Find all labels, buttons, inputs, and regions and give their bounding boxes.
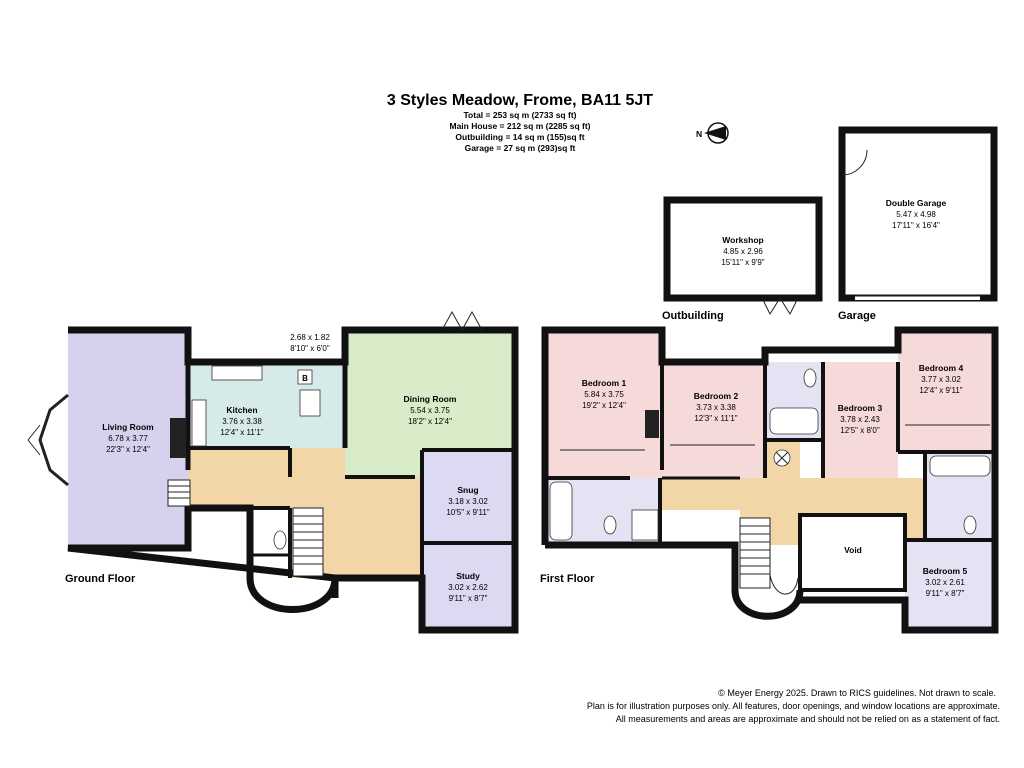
- study-area: [422, 543, 515, 630]
- living-room-metric: 6.78 x 3.77: [108, 434, 148, 443]
- boiler-label: B: [302, 374, 308, 383]
- first-floor: Bedroom 1 5.84 x 3.75 19'2" x 12'4" Bedr…: [540, 326, 999, 634]
- ground-floor-label: Ground Floor: [65, 573, 136, 585]
- workshop-label: Workshop: [722, 235, 763, 245]
- dining-room-label: Dining Room: [404, 394, 457, 404]
- area-garage: Garage = 27 sq m (293)sq ft: [465, 143, 576, 153]
- bedroom-2-area: [662, 362, 765, 478]
- landing-area: [662, 478, 925, 545]
- kitchen-metric: 3.76 x 3.38: [222, 417, 262, 426]
- double-garage-metric: 5.47 x 4.98: [896, 210, 936, 219]
- bedroom-3-label: Bedroom 3: [838, 403, 883, 413]
- footer-copyright: © Meyer Energy 2025. Drawn to RICS guide…: [718, 688, 996, 698]
- bedroom-3-area: [823, 362, 898, 478]
- void-area: [798, 513, 907, 592]
- bedroom-3-metric: 3.78 x 2.43: [840, 415, 880, 424]
- snug-imperial: 10'5" x 9'11": [446, 508, 489, 517]
- area-total: Total = 253 sq m (2733 sq ft): [464, 110, 577, 120]
- plan-title: 3 Styles Meadow, Frome, BA11 5JT: [387, 92, 653, 109]
- workshop-metric: 4.85 x 2.96: [723, 247, 763, 256]
- bedroom-1-imperial: 19'2" x 12'4": [582, 401, 626, 410]
- bedroom-4-label: Bedroom 4: [919, 363, 964, 373]
- bedroom-2-label: Bedroom 2: [694, 391, 739, 401]
- bedroom-4-area: [898, 330, 995, 452]
- utility-metric: 2.68 x 1.82: [290, 333, 330, 342]
- bedroom-5-area: [905, 540, 995, 630]
- kitchen-label: Kitchen: [226, 405, 257, 415]
- area-main-house: Main House = 212 sq m (2285 sq ft): [449, 121, 590, 131]
- bedroom-2-metric: 3.73 x 3.38: [696, 403, 736, 412]
- bedroom-2-imperial: 12'3" x 11'1": [694, 414, 737, 423]
- outbuilding: Workshop 4.85 x 2.96 15'11" x 9'9" Outbu…: [662, 196, 823, 322]
- ground-floor: B Living Room 6.78 x 3.77 22'3" x 12'4" …: [27, 310, 519, 634]
- outbuilding-label: Outbuilding: [662, 310, 724, 322]
- void-label: Void: [844, 545, 862, 555]
- workshop-imperial: 15'11" x 9'9": [721, 258, 764, 267]
- bedroom-5-label: Bedroom 5: [923, 566, 968, 576]
- study-metric: 3.02 x 2.62: [448, 583, 488, 592]
- dining-room-imperial: 18'2" x 12'4": [408, 417, 452, 426]
- study-imperial: 9'11" x 8'7": [449, 594, 488, 603]
- utility-imperial: 8'10" x 6'0": [290, 344, 330, 353]
- living-room-imperial: 22'3" x 12'4": [106, 445, 150, 454]
- hall-nook: [290, 450, 345, 477]
- bedroom-5-imperial: 9'11" x 8'7": [926, 589, 965, 598]
- footer-disclaimer: Plan is for illustration purposes only. …: [587, 701, 1000, 711]
- living-room-label: Living Room: [102, 422, 154, 432]
- ensuite-area: [545, 478, 660, 545]
- dining-room-area: [345, 330, 515, 477]
- kitchen-area: [188, 362, 345, 448]
- bedroom-1-area: [545, 330, 662, 510]
- living-room-area: [68, 330, 188, 548]
- north-label: N: [696, 129, 702, 139]
- north-arrow-icon: N: [696, 122, 729, 144]
- bedroom-1-metric: 5.84 x 3.75: [584, 390, 624, 399]
- study-label: Study: [456, 571, 480, 581]
- bedroom-4-imperial: 12'4" x 9'11": [919, 386, 962, 395]
- bedroom-3-imperial: 12'5" x 8'0": [840, 426, 880, 435]
- snug-metric: 3.18 x 3.02: [448, 497, 488, 506]
- dining-room-metric: 5.54 x 3.75: [410, 406, 450, 415]
- bedroom-1-label: Bedroom 1: [582, 378, 627, 388]
- snug-label: Snug: [457, 485, 478, 495]
- kitchen-imperial: 12'4" x 11'1": [220, 428, 263, 437]
- area-outbuilding: Outbuilding = 14 sq m (155)sq ft: [455, 132, 584, 142]
- bedroom-5-metric: 3.02 x 2.61: [925, 578, 965, 587]
- double-garage-label: Double Garage: [886, 198, 947, 208]
- first-floor-label: First Floor: [540, 573, 595, 585]
- garage-label: Garage: [838, 310, 876, 322]
- bedroom-4-metric: 3.77 x 3.02: [921, 375, 961, 384]
- snug-area: [422, 450, 515, 543]
- double-garage-imperial: 17'11" x 16'4": [892, 221, 940, 230]
- footer-measurements: All measurements and areas are approxima…: [616, 714, 1000, 724]
- garage: Double Garage 5.47 x 4.98 17'11" x 16'4"…: [838, 126, 998, 322]
